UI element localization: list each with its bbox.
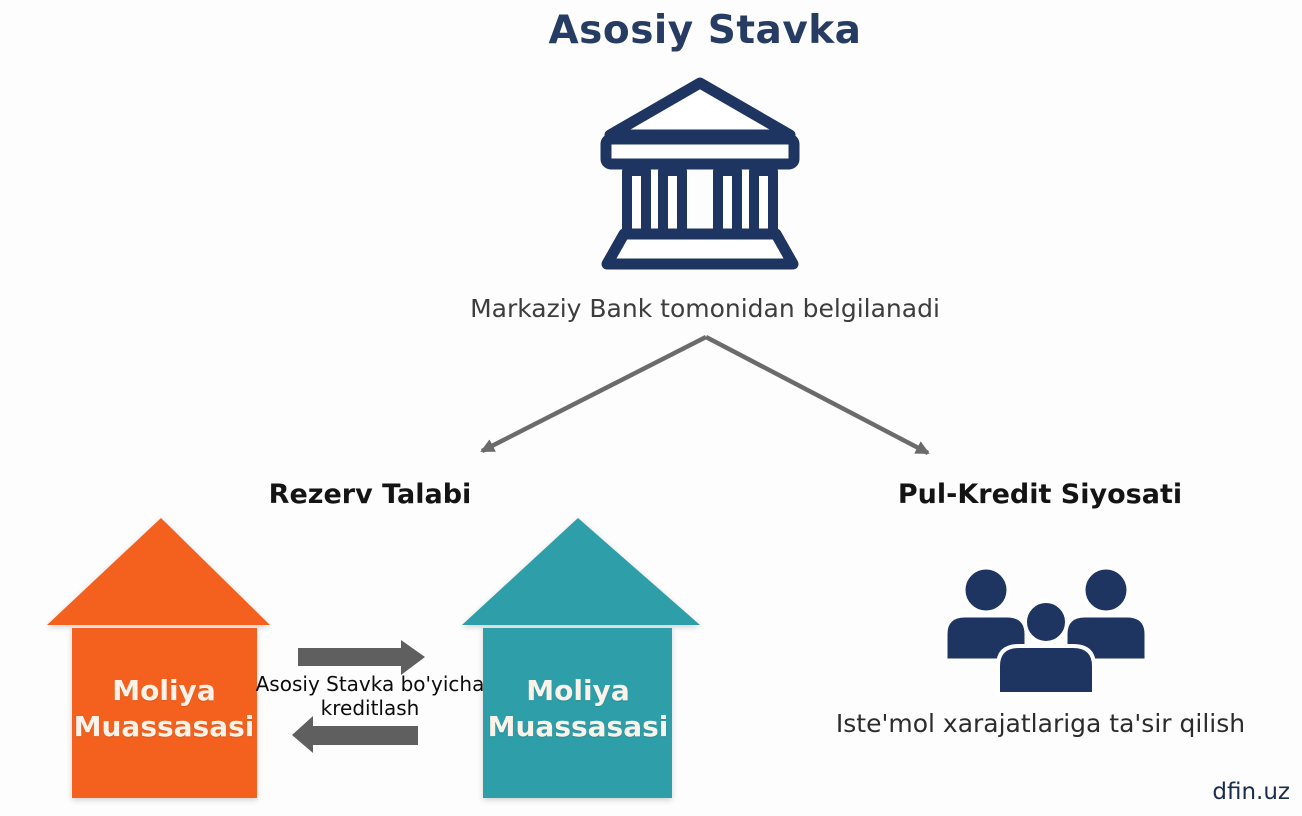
house-teal-icon	[458, 516, 704, 800]
exchange-arrows	[285, 635, 430, 760]
connector-arrow-right	[704, 335, 930, 455]
people-icon-shapes	[944, 566, 1148, 696]
people-icon	[940, 562, 1152, 696]
watermark: dfin.uz	[1212, 779, 1290, 805]
branch-connectors	[430, 328, 960, 468]
bank-icon-shapes	[600, 77, 800, 270]
arrow-left-icon	[292, 716, 418, 753]
exchange-label: Asosiy Stavka bo'yicha kreditlash	[255, 672, 485, 720]
arrow-right-icon	[298, 640, 425, 675]
house-orange-label: Moliya Muassasasi	[73, 674, 255, 743]
page-title: Asosiy Stavka	[548, 8, 862, 53]
house-teal-roof	[462, 518, 700, 625]
connector-arrow-left	[480, 334, 708, 454]
house-orange-body	[72, 628, 257, 798]
reserve-branch-heading: Rezerv Talabi	[268, 479, 472, 510]
house-teal-label: Moliya Muassasasi	[487, 674, 669, 743]
house-orange-roof	[47, 518, 270, 625]
house-orange-icon	[46, 516, 276, 800]
policy-branch-heading: Pul-Kredit Siyosati	[897, 479, 1183, 510]
bank-icon	[600, 76, 800, 274]
central-bank-caption: Markaziy Bank tomonidan belgilanadi	[470, 294, 940, 323]
house-teal-body	[483, 628, 672, 798]
policy-branch-caption: Iste'mol xarajatlariga ta'sir qilish	[835, 709, 1246, 738]
